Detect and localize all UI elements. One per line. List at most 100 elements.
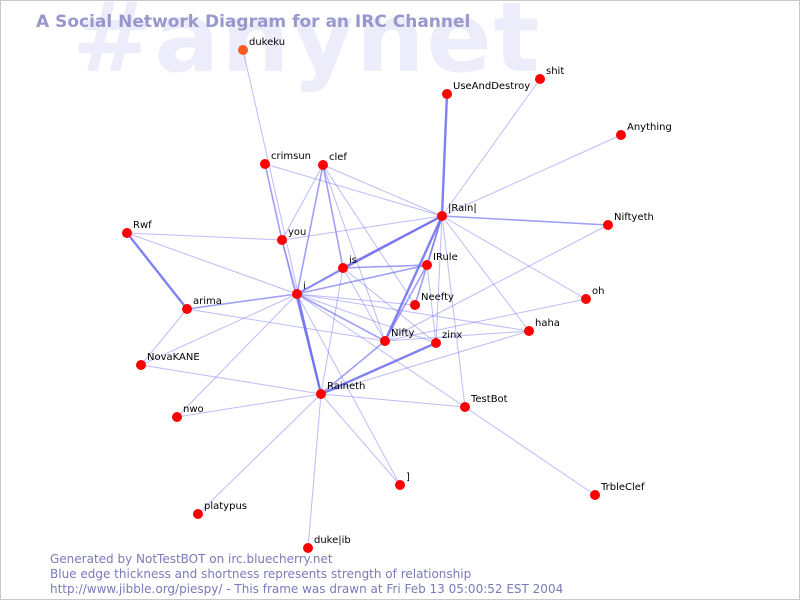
node-label: platypus <box>204 501 247 512</box>
node-dot <box>303 543 313 553</box>
node-label: UseAndDestroy <box>453 81 530 92</box>
node-Rwf: Rwf <box>122 220 152 238</box>
node-dot <box>616 130 626 140</box>
node-dot <box>316 389 326 399</box>
node-label: Anything <box>627 122 672 133</box>
node-label: clef <box>329 152 347 163</box>
edge-Raineth-bracket <box>320 393 401 486</box>
edge-layer <box>126 49 622 549</box>
node-Nifty: Nifty <box>380 328 415 346</box>
edge-is-Raineth <box>320 267 344 395</box>
node-label: oh <box>592 286 604 297</box>
node-dot <box>422 260 432 270</box>
node-you: you <box>277 227 306 245</box>
edge-IRule-i <box>296 264 428 295</box>
node-label: |Rain| <box>448 203 477 214</box>
channel-watermark: #anynet <box>72 0 542 94</box>
footer: Generated by NotTestBOT on irc.bluecherr… <box>50 552 563 597</box>
node-dot <box>431 338 441 348</box>
node-zinx: zinx <box>431 330 462 348</box>
edge-i-bracket <box>296 293 401 486</box>
edge-Rwf-arima <box>126 232 188 310</box>
node-label: Rwf <box>133 220 152 231</box>
node-label: Raineth <box>327 381 365 392</box>
node-dot <box>193 509 203 519</box>
edge-zinx-Raineth <box>320 341 437 396</box>
edge-Anything-Rain <box>441 134 622 217</box>
edge-clef-Rain <box>322 164 443 217</box>
edge-Raineth-platypus <box>197 393 322 515</box>
node-dot <box>277 235 287 245</box>
node-Rain: |Rain| <box>437 203 477 221</box>
node-label: duke|ib <box>314 535 351 546</box>
edge-clef-Neefty <box>322 164 416 306</box>
edge-clef-i <box>296 164 324 295</box>
edge-NovaKANE-Raineth <box>140 364 322 395</box>
node-label: dukeku <box>249 37 285 48</box>
node-dot <box>590 490 600 500</box>
node-label: haha <box>535 318 560 329</box>
node-label: Niftyeth <box>614 212 654 223</box>
node-UseAndDestroy: UseAndDestroy <box>442 81 530 99</box>
edge-Nifty-oh <box>384 298 587 342</box>
node-label: crimsun <box>271 151 311 162</box>
edge-i-arima <box>186 293 298 310</box>
edge-clef-Nifty <box>322 164 386 342</box>
node-label: Nifty <box>391 328 415 339</box>
node-label: TestBot <box>470 394 508 405</box>
edge-Nifty-Niftyeth <box>384 224 609 342</box>
node-dot <box>437 211 447 221</box>
footer-timestamp-line: http://www.jibble.org/piespy/ - This fra… <box>50 582 564 596</box>
node-dot <box>136 360 146 370</box>
node-Niftyeth: Niftyeth <box>603 212 654 230</box>
node-label: zinx <box>442 330 462 341</box>
edge-arima-NovaKANE <box>140 308 188 366</box>
edge-crimsun-you <box>264 163 283 241</box>
node-platypus: platypus <box>193 501 247 519</box>
node-bracket: ] <box>395 472 410 490</box>
edge-IRule-Nifty <box>384 264 428 342</box>
node-dot <box>182 304 192 314</box>
node-dot <box>122 228 132 238</box>
node-dot <box>581 294 591 304</box>
edge-Rain-TestBot <box>441 215 466 408</box>
edge-UseAndDestroy-Rain <box>440 93 449 217</box>
node-dukeku: dukeku <box>238 37 285 55</box>
edge-clef-you <box>281 164 324 241</box>
node-dot <box>260 159 270 169</box>
node-is: is <box>338 255 357 273</box>
edge-Raineth-dukelib <box>307 393 322 549</box>
edge-TestBot-TrbleClef <box>464 406 596 496</box>
node-shit: shit <box>535 66 564 84</box>
node-dot <box>410 300 420 310</box>
node-label: IRule <box>433 252 458 263</box>
footer-legend-line: Blue edge thickness and shortness repres… <box>50 567 472 581</box>
edge-Rain-haha <box>441 215 530 332</box>
node-dot <box>460 402 470 412</box>
node-dot <box>238 45 248 55</box>
node-dot <box>535 74 545 84</box>
node-dot <box>380 336 390 346</box>
edge-Nifty-Raineth <box>320 340 386 395</box>
node-dot <box>603 220 613 230</box>
node-dot <box>292 289 302 299</box>
node-dot <box>172 412 182 422</box>
edge-i-haha <box>296 293 530 332</box>
node-haha: haha <box>524 318 560 336</box>
node-Raineth: Raineth <box>316 381 365 399</box>
edge-Rwf-you <box>126 232 283 241</box>
edge-i-zinx <box>296 293 437 344</box>
node-label: arima <box>193 296 222 307</box>
node-nwo: nwo <box>172 404 204 422</box>
node-label: you <box>288 227 306 238</box>
edge-Rain-zinx <box>435 215 443 344</box>
edge-Raineth-TestBot <box>320 393 466 408</box>
node-label: i <box>303 281 306 292</box>
node-label: shit <box>546 66 564 77</box>
node-NovaKANE: NovaKANE <box>136 352 200 370</box>
edge-Rwf-i <box>126 232 298 295</box>
edge-nwo-Raineth <box>176 393 322 418</box>
node-oh: oh <box>581 286 604 304</box>
